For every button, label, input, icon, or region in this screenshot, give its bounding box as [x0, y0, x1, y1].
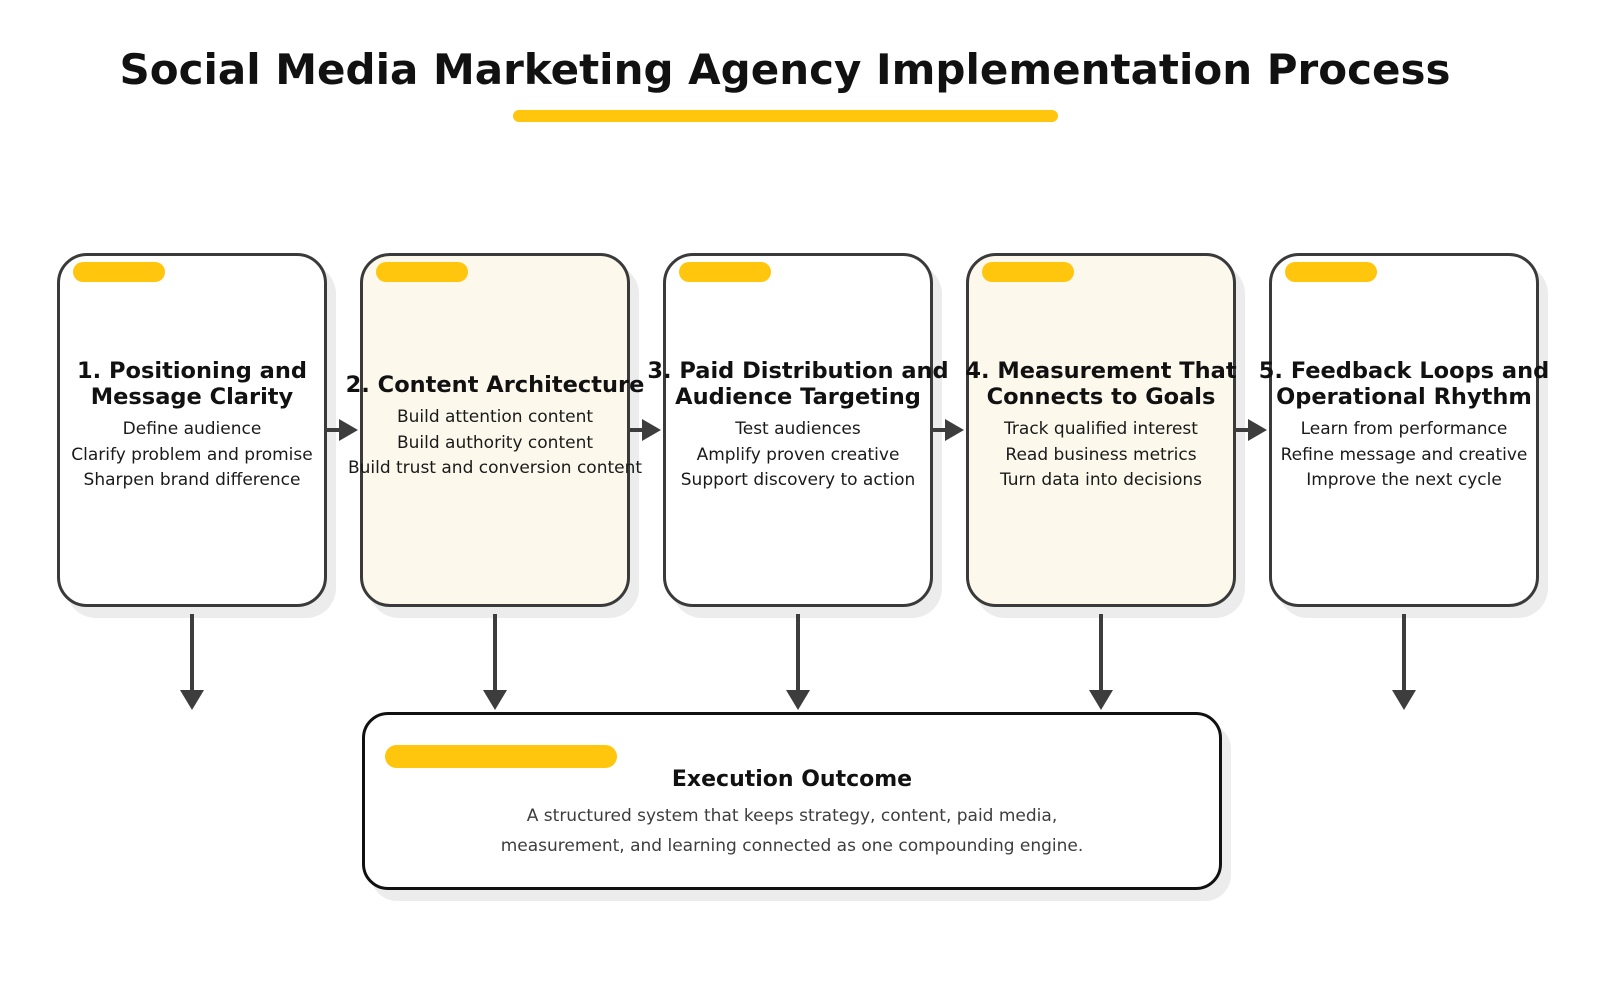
arrow-right-icon — [628, 419, 664, 441]
bullet-line: Define audience — [122, 419, 262, 440]
arrow-head — [1089, 690, 1113, 710]
bullet-line: Build attention content — [396, 406, 594, 427]
bullet-line: Clarify problem and promise — [71, 444, 313, 465]
accent-bar — [982, 262, 1074, 282]
step-text: 5. Feedback Loops and Operational Rhythm… — [1214, 358, 1594, 494]
bullet-line: Amplify proven creative — [696, 444, 900, 465]
arrow-shaft — [796, 614, 800, 692]
arrow-head — [945, 419, 964, 441]
step-title: 4. Measurement That Connects to Goals — [965, 358, 1237, 411]
arrow-head — [483, 690, 507, 710]
bullet-line: Support discovery to action — [680, 470, 916, 491]
step-card: 3. Paid Distribution and Audience Target… — [647, 253, 949, 607]
bullet-line: Track qualified interest — [1004, 419, 1198, 440]
bullet-line: Improve the next cycle — [1306, 470, 1502, 491]
arrow-head — [1392, 690, 1416, 710]
arrow-right-icon — [931, 419, 967, 441]
arrow-shaft — [493, 614, 497, 692]
bullet-line: Refine message and creative — [1280, 444, 1528, 465]
bullet-line: Test audiences — [735, 419, 861, 440]
arrow-shaft — [1402, 614, 1406, 692]
accent-bar — [385, 745, 617, 768]
bullet-line: Learn from performance — [1300, 419, 1508, 440]
arrow-down-icon — [1392, 614, 1416, 712]
accent-bar — [73, 262, 165, 282]
arrow-head — [180, 690, 204, 710]
arrow-shaft — [1234, 428, 1252, 432]
step-card: 4. Measurement That Connects to Goals Tr… — [965, 253, 1237, 607]
step-title: 1. Positioning and Message Clarity — [76, 358, 307, 411]
outcome-description-line: measurement, and learning connected as o… — [500, 836, 1084, 856]
step-title: 5. Feedback Loops and Operational Rhythm — [1258, 358, 1550, 411]
arrow-head — [642, 419, 661, 441]
accent-bar — [376, 262, 468, 282]
arrow-shaft — [190, 614, 194, 692]
arrow-down-icon — [1089, 614, 1113, 712]
title-underline-bar — [513, 110, 1058, 122]
bullet-line: Read business metrics — [1005, 444, 1197, 465]
step-card: 2. Content Architecture Build attention … — [346, 253, 644, 607]
step-card: 5. Feedback Loops and Operational Rhythm… — [1259, 253, 1549, 607]
bullet-line: Sharpen brand difference — [83, 470, 301, 491]
step-card: 1. Positioning and Message Clarity Defin… — [57, 253, 327, 607]
step-title: 2. Content Architecture — [345, 371, 645, 398]
accent-bar — [679, 262, 771, 282]
arrow-shaft — [931, 428, 949, 432]
outcome-description: A structured system that keeps strategy,… — [365, 801, 1219, 861]
step-text: 4. Measurement That Connects to Goals Tr… — [911, 358, 1291, 494]
arrow-head — [1248, 419, 1267, 441]
accent-bar — [1285, 262, 1377, 282]
step-title: 3. Paid Distribution and Audience Target… — [647, 358, 949, 411]
arrow-shaft — [628, 428, 646, 432]
arrow-shaft — [325, 428, 343, 432]
step-text: 1. Positioning and Message Clarity Defin… — [2, 358, 382, 494]
outcome-description-line: A structured system that keeps strategy,… — [526, 806, 1058, 826]
outcome-title: Execution Outcome — [671, 767, 913, 792]
outcome-card: Execution Outcome A structured system th… — [362, 712, 1222, 890]
arrow-head — [339, 419, 358, 441]
arrow-right-icon — [325, 419, 361, 441]
page-title: Social Media Marketing Agency Implementa… — [119, 45, 1451, 94]
arrow-shaft — [1099, 614, 1103, 692]
step-text: 3. Paid Distribution and Audience Target… — [608, 358, 988, 494]
arrow-down-icon — [483, 614, 507, 712]
arrow-head — [786, 690, 810, 710]
bullet-line: Build authority content — [396, 432, 594, 453]
arrow-down-icon — [180, 614, 204, 712]
bullet-line: Turn data into decisions — [999, 470, 1203, 491]
step-text: 2. Content Architecture Build attention … — [305, 372, 685, 482]
arrow-down-icon — [786, 614, 810, 712]
arrow-right-icon — [1234, 419, 1270, 441]
bullet-line: Build trust and conversion content — [347, 457, 643, 478]
